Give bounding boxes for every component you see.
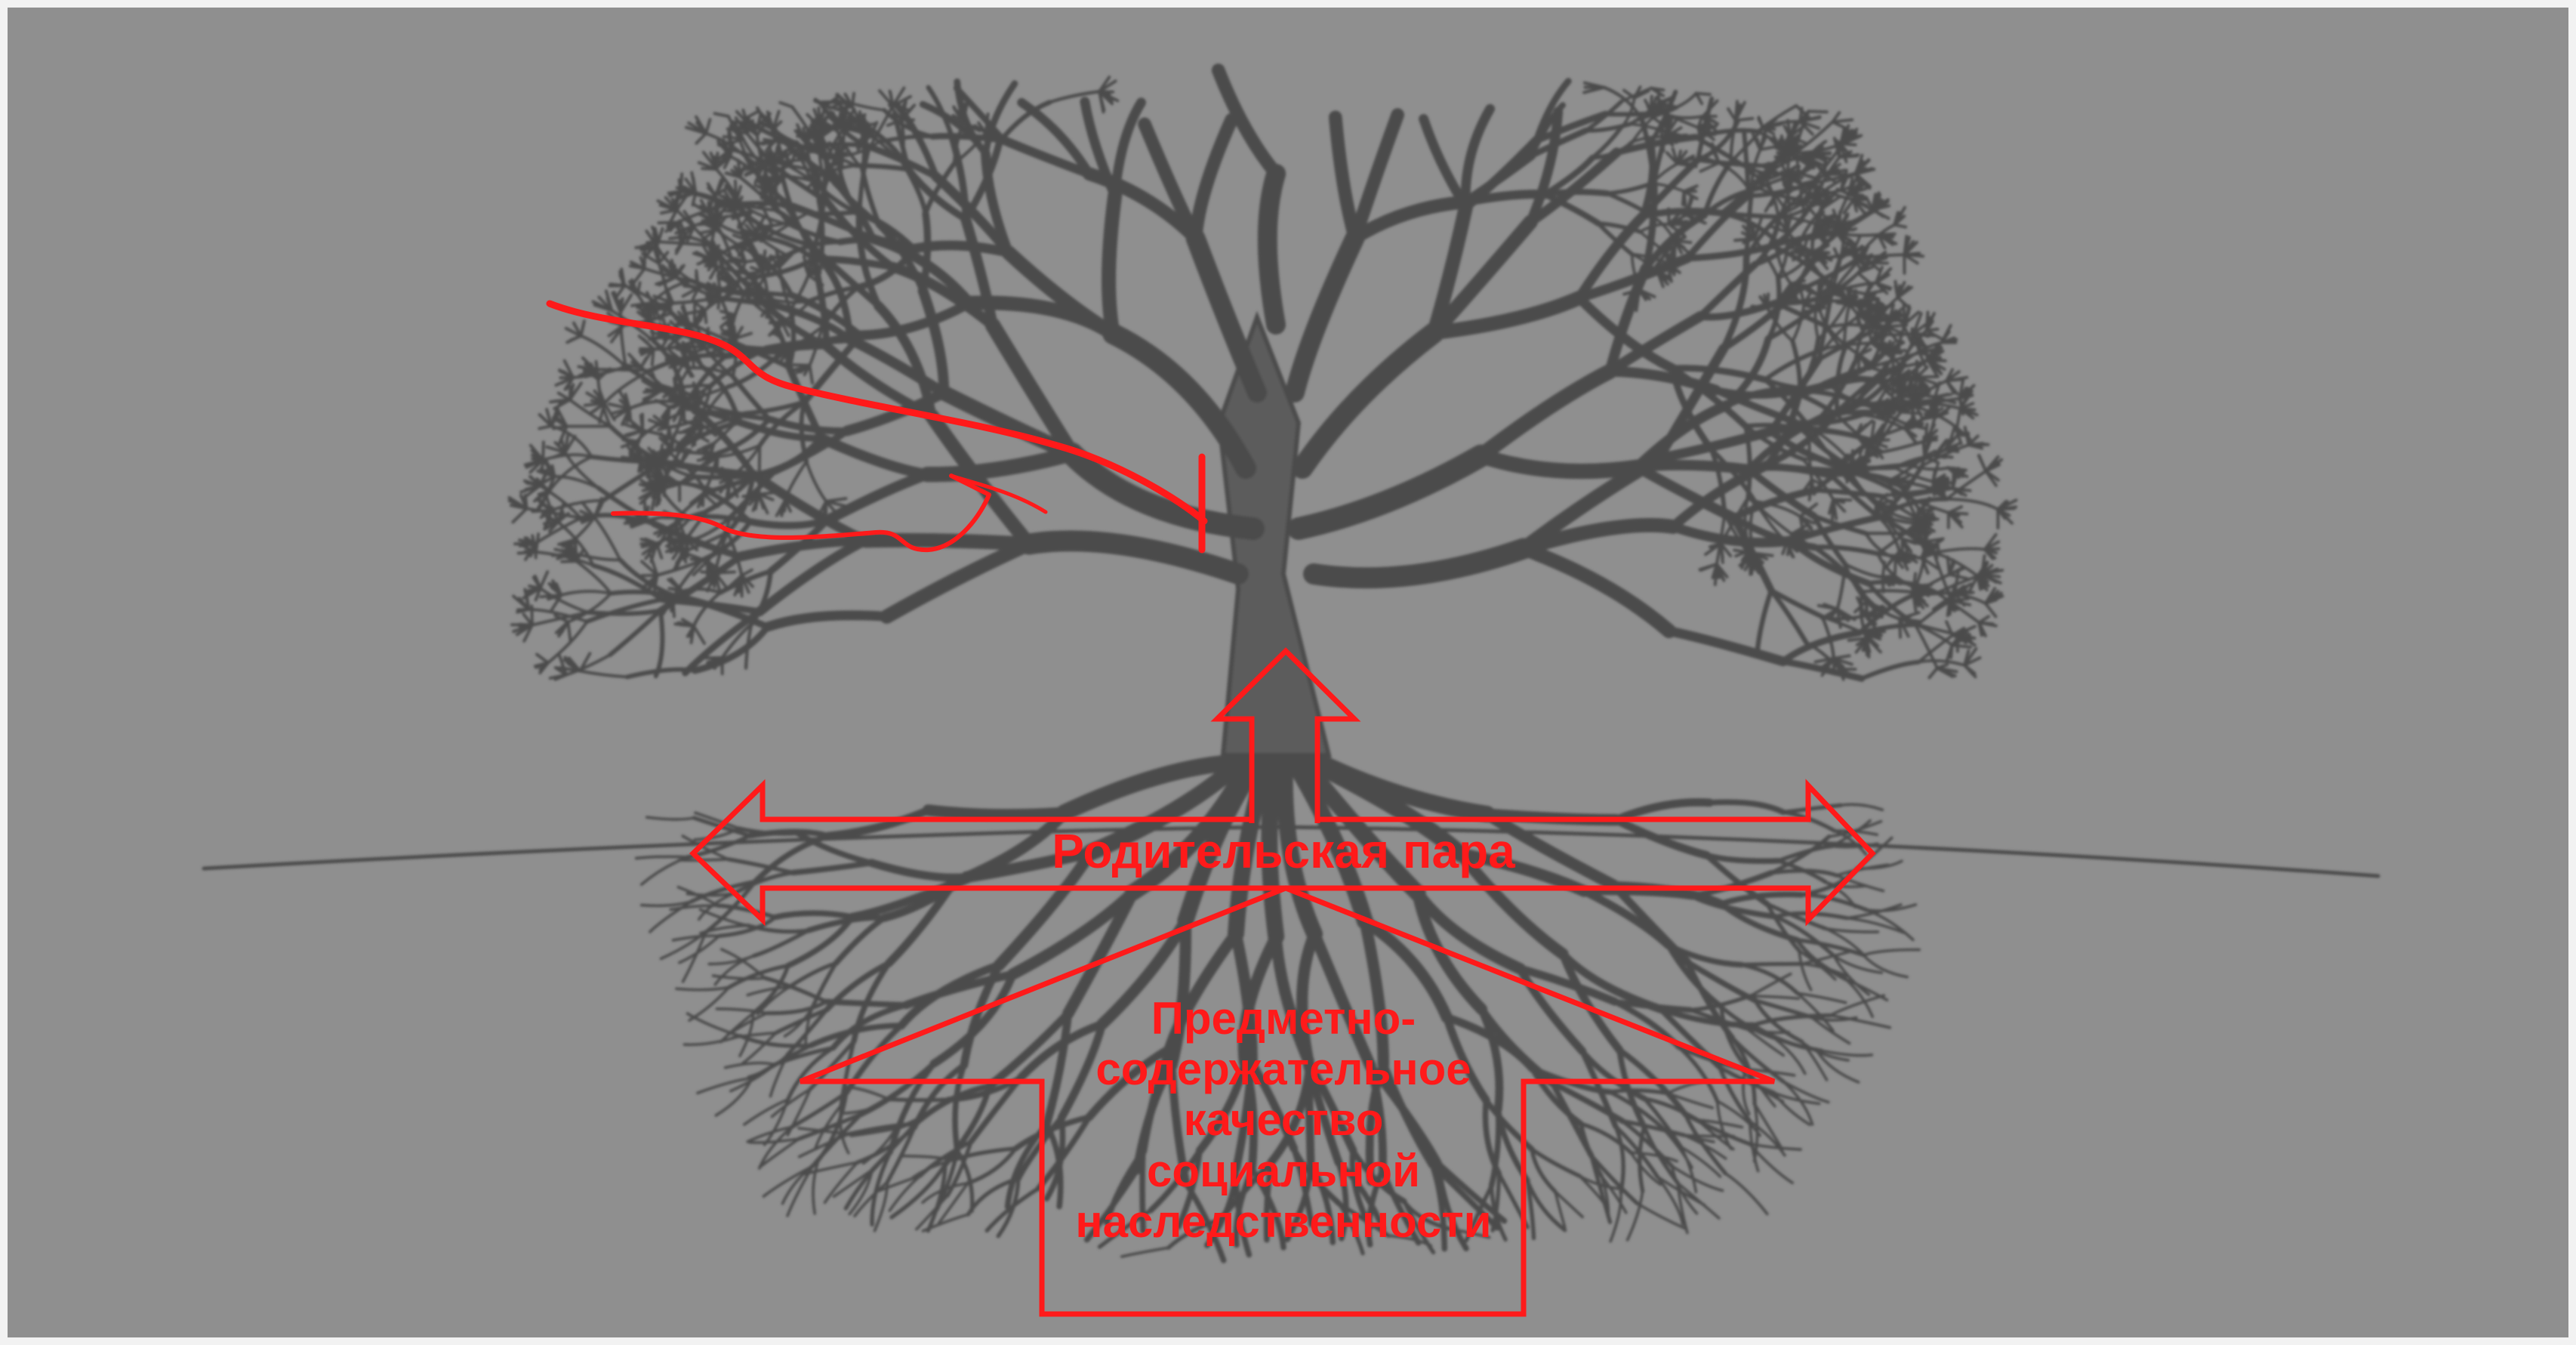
tree-leaf <box>801 147 802 160</box>
tree-root <box>929 810 1065 815</box>
tree-leaf <box>661 598 673 600</box>
tree-branch <box>1268 174 1276 325</box>
parent-pair-label: Родительская пара <box>997 827 1570 875</box>
tree-branch <box>1109 196 1115 334</box>
tree-leaf <box>1876 505 1878 518</box>
tree-leaf <box>741 168 763 170</box>
tree-leaf <box>778 148 780 161</box>
tree-leaf <box>1736 119 1753 121</box>
tree-leaf <box>543 442 544 460</box>
tree-leaf <box>741 575 742 591</box>
tree-leaf <box>585 403 605 406</box>
subject-quality-line: Предметно- <box>1053 993 1514 1044</box>
subject-quality-line: социальной <box>1053 1146 1514 1196</box>
tree-leaf <box>532 511 551 512</box>
tree-leaf <box>562 561 576 562</box>
tree-leaf <box>1857 313 1859 325</box>
tree-leaf <box>641 415 642 430</box>
tree-leaf <box>1735 239 1755 240</box>
tree-leaf <box>1933 482 1934 495</box>
tree-leaf <box>1665 135 1687 137</box>
tree-leaf <box>1952 468 1954 489</box>
tree-leaf <box>662 517 678 518</box>
tree-leaf <box>698 388 699 403</box>
tree-leaf <box>1767 163 1768 180</box>
tree-leaf <box>793 365 809 366</box>
tree-leaf <box>1808 111 1826 112</box>
tree-leaf <box>1895 559 1896 573</box>
tree-leaf <box>527 597 528 609</box>
tree-root <box>826 1001 906 1005</box>
tree-leaf <box>1914 399 1934 402</box>
tree-leaf <box>1801 184 1802 205</box>
tree-leaf <box>1843 144 1856 145</box>
tree-branch <box>1862 591 1913 592</box>
tree-leaf <box>652 349 654 365</box>
tree-leaf <box>1812 236 1813 252</box>
tree-leaf <box>519 625 532 626</box>
tree-branch <box>595 369 650 370</box>
tree-leaf <box>1786 215 1787 233</box>
tree-branch <box>759 446 760 495</box>
tree-leaf <box>738 269 740 285</box>
tree-branch <box>808 212 857 214</box>
tree-leaf <box>671 598 673 611</box>
tree-leaf <box>770 322 782 323</box>
tree-leaf <box>1792 251 1802 254</box>
tree-leaf <box>734 326 736 338</box>
tree-leaf <box>843 129 859 131</box>
tree-leaf <box>1833 499 1850 500</box>
tree-leaf <box>550 399 570 402</box>
tree-leaf <box>1952 645 1971 647</box>
tree-leaf <box>1881 337 1883 353</box>
tree-leaf <box>1696 94 1710 95</box>
tree-leaf <box>1886 325 1906 327</box>
tree-leaf <box>1896 557 1915 558</box>
tree-leaf <box>1904 304 1905 324</box>
tree-leaf <box>1883 562 1885 577</box>
tree-leaf <box>1872 440 1889 442</box>
tree-leaf <box>1684 191 1686 206</box>
tree-leaf <box>1933 482 1953 483</box>
subject-quality-line: содержательное <box>1053 1044 1514 1094</box>
tree-leaf <box>676 518 678 533</box>
subject-quality-label: Предметно- содержательное качество социа… <box>1053 993 1514 1247</box>
tree-leaf <box>1834 659 1835 674</box>
tree-root <box>636 856 688 858</box>
subject-quality-line: качество <box>1053 1094 1514 1145</box>
tree-leaf <box>822 156 843 157</box>
subject-quality-line: наследственности <box>1053 1196 1514 1247</box>
tree-leaf <box>1894 225 1906 227</box>
tree-leaf <box>1721 544 1723 557</box>
tree-leaf <box>693 353 694 367</box>
tree-leaf <box>1949 513 1967 514</box>
tree-leaf <box>759 288 760 301</box>
tree-leaf <box>1946 379 1963 381</box>
tree-leaf <box>696 270 698 288</box>
tree-leaf <box>1952 599 1968 601</box>
tree-leaf <box>625 366 642 368</box>
